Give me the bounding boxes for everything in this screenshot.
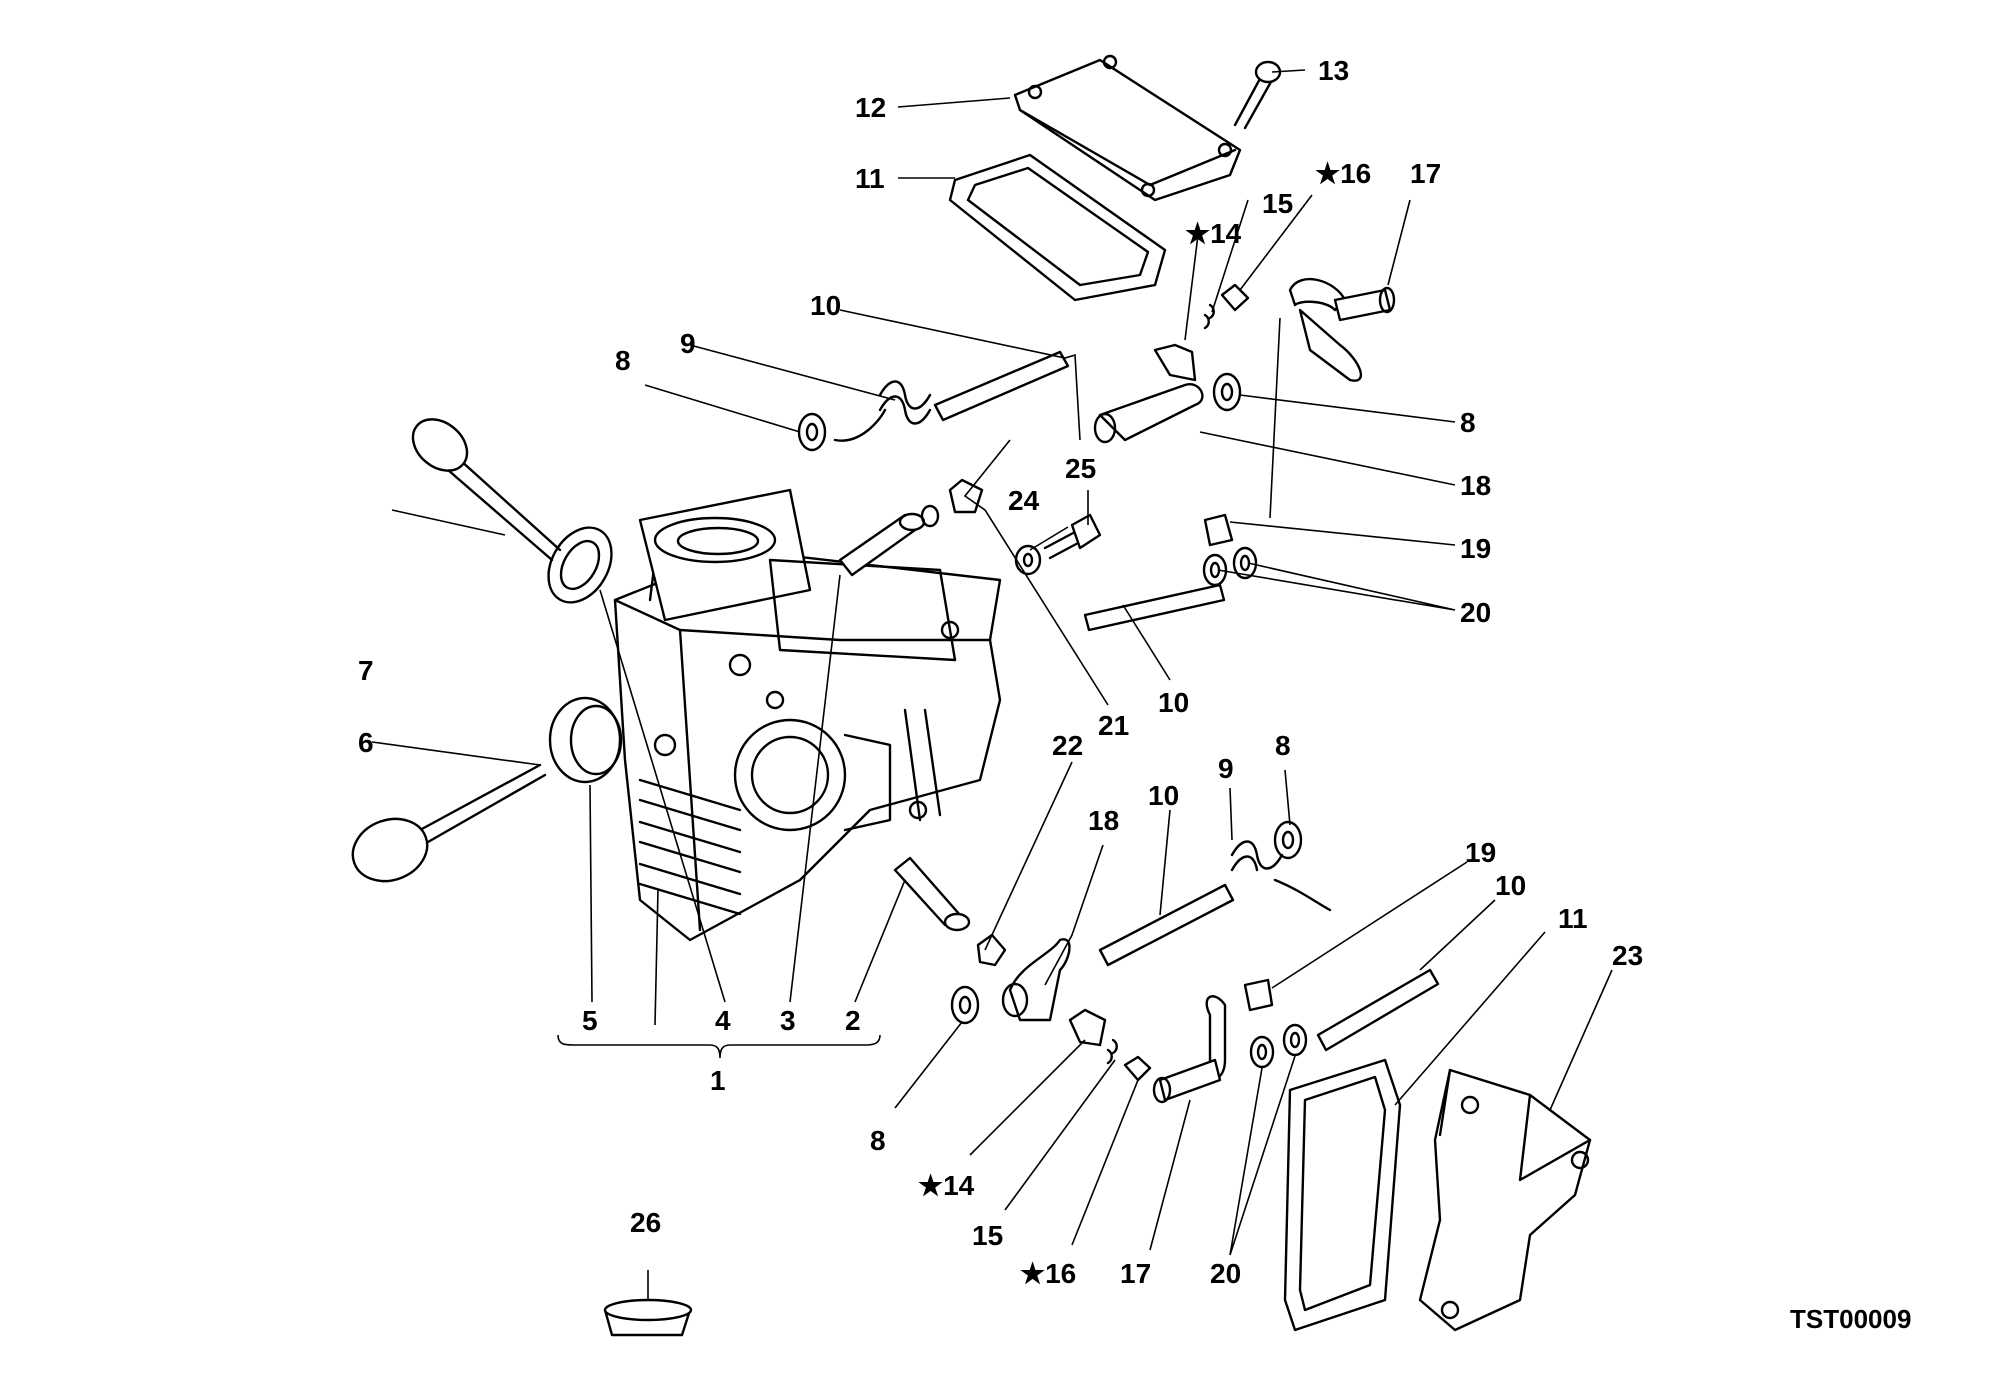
callout-19: 19	[1460, 533, 1491, 564]
spacer-bushing	[1203, 513, 1274, 1012]
valve-guide-upper	[838, 504, 940, 577]
hex-screw	[1043, 513, 1102, 560]
callout-5: 5	[582, 1005, 598, 1036]
upper-collet-set	[1153, 283, 1250, 382]
valve-seal-ring	[547, 526, 613, 604]
callout-11: 11	[1558, 903, 1588, 934]
opening-rocker-arm	[1001, 383, 1204, 1022]
valve-guide	[893, 856, 971, 932]
shim-washer	[797, 372, 1303, 1025]
callout-star-16: ★16	[1315, 158, 1371, 189]
callout-8: 8	[1460, 407, 1476, 438]
callout-22: 22	[1052, 730, 1083, 761]
callout-15: 15	[972, 1220, 1003, 1251]
callout-7: 7	[358, 655, 374, 686]
lower-collet-set	[1068, 1008, 1152, 1082]
callout-8: 8	[1275, 730, 1291, 761]
callout-2: 2	[845, 1005, 861, 1036]
callout-25: 25	[1065, 453, 1096, 484]
callout-9: 9	[1218, 753, 1234, 784]
callout-8: 8	[615, 345, 631, 376]
thrust-washer	[1202, 546, 1308, 1069]
callout-8: 8	[870, 1125, 886, 1156]
callout-12: 12	[855, 92, 886, 123]
callout-13: 13	[1318, 55, 1349, 86]
callout-star-14: ★14	[1185, 218, 1242, 249]
callout-18: 18	[1460, 470, 1491, 501]
drawing-reference-code: TST00009	[1790, 1304, 1911, 1334]
callout-21: 21	[1098, 710, 1129, 741]
callout-10: 10	[1158, 687, 1189, 718]
valve-cover	[1013, 54, 1242, 202]
exhaust-valve	[351, 763, 547, 883]
callout-18: 18	[1088, 805, 1119, 836]
leader-lines	[371, 69, 1613, 1300]
callout-19: 19	[1465, 837, 1496, 868]
callout-20: 20	[1460, 597, 1491, 628]
callout-3: 3	[780, 1005, 796, 1036]
callout-15: 15	[1262, 188, 1293, 219]
inspection-cover	[1418, 1068, 1592, 1332]
rocker-shaft	[933, 350, 1440, 1052]
callout-26: 26	[630, 1207, 661, 1238]
callout-6: 6	[358, 727, 374, 758]
callout-24: 24	[1008, 485, 1040, 516]
callout-17: 17	[1120, 1258, 1151, 1289]
callout-10: 10	[810, 290, 841, 321]
cover-gasket-upper	[948, 153, 1167, 302]
callout-star-14: ★14	[918, 1170, 975, 1201]
callout-10: 10	[1495, 870, 1526, 901]
callout-10: 10	[1148, 780, 1179, 811]
callout-20: 20	[1210, 1258, 1241, 1289]
cover-gasket-lower	[1283, 1058, 1402, 1332]
cylinder-head	[613, 488, 1002, 942]
callout-11: 11	[855, 163, 885, 194]
callout-4: 4	[715, 1005, 731, 1036]
callout-9: 9	[680, 328, 696, 359]
callout-17: 17	[1410, 158, 1441, 189]
callout-1: 1	[710, 1065, 726, 1096]
sealing-washer	[1014, 544, 1042, 576]
callout-23: 23	[1612, 940, 1643, 971]
callout-star-16: ★16	[1020, 1258, 1076, 1289]
tappet-cup	[603, 1298, 693, 1337]
valve-oil-seal	[548, 696, 623, 784]
intake-valve	[411, 418, 562, 562]
callout-labels: 13 12 11 ★16 17 15 ★14 10 9 8 8 18 25 24…	[358, 55, 1911, 1334]
rocker-arm	[1152, 277, 1396, 1104]
